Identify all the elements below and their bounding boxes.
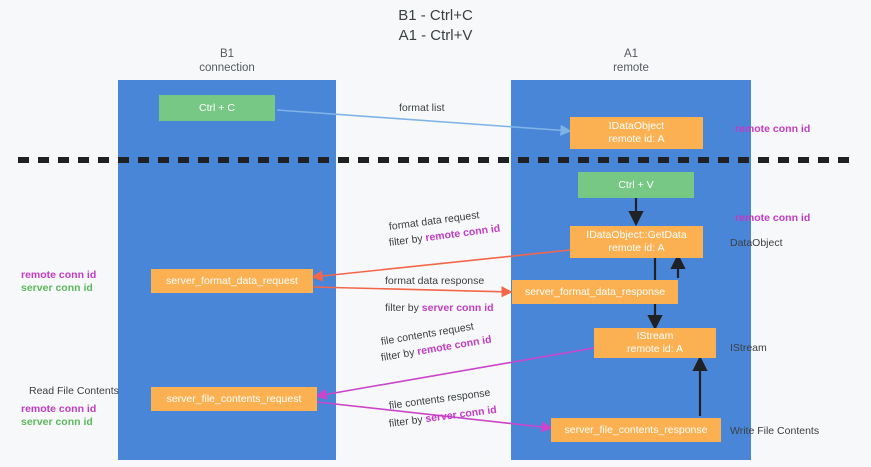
ctrl-v-box[interactable]: Ctrl + V [578,172,694,198]
annotation-left-server-conn-id-1: server conn id [21,282,93,294]
annotation-dataobject: DataObject [730,237,783,249]
annotation-read-file-contents: Read File Contents [29,385,119,397]
flow-label-format-data-response: format data response [385,275,485,287]
filter-key-server-conn-id: server conn id [424,403,498,426]
annotation-left-remote-conn-id-1: remote conn id [21,269,97,281]
annotation-left-server-conn-id-2: server conn id [21,416,93,428]
page-title: B1 - Ctrl+C A1 - Ctrl+V [398,7,473,44]
flow-label-format-data-response-group: format data response filter by server co… [385,274,494,315]
idataobject-getdata-box[interactable]: IDataObject::GetData remote id: A [570,226,703,258]
server-file-contents-request-box[interactable]: server_file_contents_request [151,387,317,411]
server-format-data-request-box[interactable]: server_format_data_request [151,269,313,293]
filter-prefix: filter by [388,413,427,430]
annotation-remote-conn-id-mid: remote conn id [735,212,811,224]
ctrl-c-box[interactable]: Ctrl + C [159,95,275,121]
flow-label-format-data-response-filter: filter by server conn id [385,301,494,315]
istream-box[interactable]: IStream remote id: A [594,328,716,358]
flow-label-file-contents-request-group: file contents request filter by remote c… [380,321,493,365]
flow-label-format-list: format list [399,102,445,114]
flow-label-file-contents-response-group: file contents response filter by server … [388,387,498,431]
annotation-istream: IStream [730,342,767,354]
column-header-a1: A1 remote [613,48,649,74]
column-header-b1: B1 connection [199,48,255,74]
filter-key-server-conn-id: server conn id [421,302,494,314]
filter-prefix: filter by [388,232,427,249]
annotation-remote-conn-id-top: remote conn id [735,123,811,135]
server-format-data-response-box[interactable]: server_format_data_response [512,280,678,304]
flow-label-format-data-request-group: format data request filter by remote con… [388,209,501,250]
filter-prefix: filter by [385,302,422,314]
idataobject-box[interactable]: IDataObject remote id: A [570,117,703,149]
annotation-write-file-contents: Write File Contents [730,425,820,437]
annotation-left-remote-conn-id-2: remote conn id [21,403,97,415]
filter-prefix: filter by [380,346,419,364]
server-file-contents-response-box[interactable]: server_file_contents_response [551,418,721,442]
